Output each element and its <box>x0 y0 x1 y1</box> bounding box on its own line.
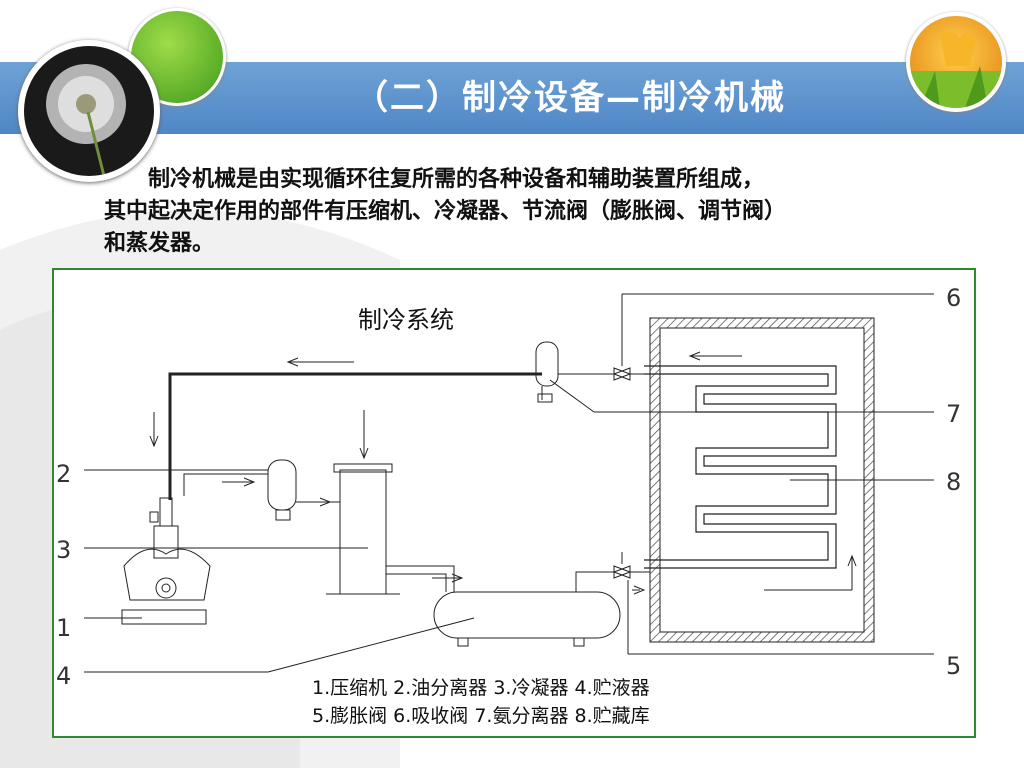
suction-line <box>168 372 542 500</box>
green-circle-decor <box>128 8 226 106</box>
callout-3: 3 <box>56 536 71 564</box>
intro-line-3: 和蒸发器。 <box>104 230 215 256</box>
refrigeration-diagram: 制冷系统 2 3 1 4 6 7 8 5 1.压缩机 2.油分离器 3.冷凝器 … <box>52 268 976 738</box>
callout-5: 5 <box>946 652 961 680</box>
callout-8: 8 <box>946 468 961 496</box>
legend-line-2: 5.膨胀阀 6.吸收阀 7.氨分离器 8.贮藏库 <box>312 705 650 727</box>
tulip-image <box>906 12 1006 112</box>
receiver <box>433 591 621 639</box>
legend-line-1: 1.压缩机 2.油分离器 3.冷凝器 4.贮液器 <box>312 677 650 699</box>
callout-1: 1 <box>56 614 71 642</box>
diagram-title: 制冷系统 <box>358 306 454 334</box>
callout-2: 2 <box>56 460 71 488</box>
page-title: （二）制冷设备—制冷机械 <box>354 78 786 118</box>
oil-separator <box>267 459 297 511</box>
evaporator-coil <box>644 365 837 569</box>
diagram-svg: 制冷系统 2 3 1 4 6 7 8 5 1.压缩机 2.油分离器 3.冷凝器 … <box>56 284 961 727</box>
intro-paragraph: 制冷机械是由实现循环往复所需的各种设备和辅助装置所组成， 其中起决定作用的部件有… <box>104 163 984 259</box>
intro-line-1: 制冷机械是由实现循环往复所需的各种设备和辅助装置所组成， <box>148 166 765 192</box>
condenser <box>339 469 387 595</box>
callout-7: 7 <box>946 400 961 428</box>
dandelion-image <box>18 40 160 182</box>
compressor <box>121 497 211 625</box>
callout-4: 4 <box>56 662 71 690</box>
callout-6: 6 <box>946 284 961 312</box>
valve-6 <box>613 367 632 381</box>
ammonia-separator <box>535 341 559 387</box>
valve-5 <box>613 565 632 579</box>
intro-line-2: 其中起决定作用的部件有压缩机、冷凝器、节流阀（膨胀阀、调节阀） <box>104 198 787 224</box>
